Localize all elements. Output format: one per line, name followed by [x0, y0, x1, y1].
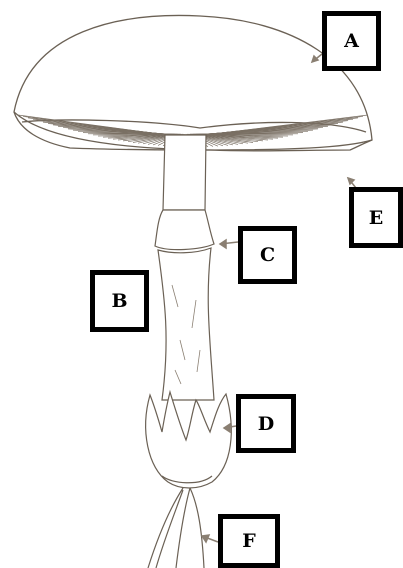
label-d-text: D — [258, 413, 274, 435]
label-d: D — [236, 394, 296, 453]
label-f-text: F — [242, 530, 256, 552]
mushroom-volva — [146, 392, 232, 488]
label-c-text: C — [260, 244, 275, 266]
label-f: F — [218, 514, 280, 568]
label-a: A — [322, 11, 381, 71]
label-e: E — [349, 187, 403, 248]
mushroom-cap — [14, 15, 372, 150]
label-b: B — [90, 270, 149, 332]
label-b-text: B — [111, 290, 127, 312]
label-c: C — [238, 226, 297, 284]
mushroom-stem — [155, 135, 214, 400]
label-e-text: E — [369, 207, 383, 229]
mushroom-roots — [148, 488, 204, 568]
label-a-text: A — [344, 30, 359, 52]
